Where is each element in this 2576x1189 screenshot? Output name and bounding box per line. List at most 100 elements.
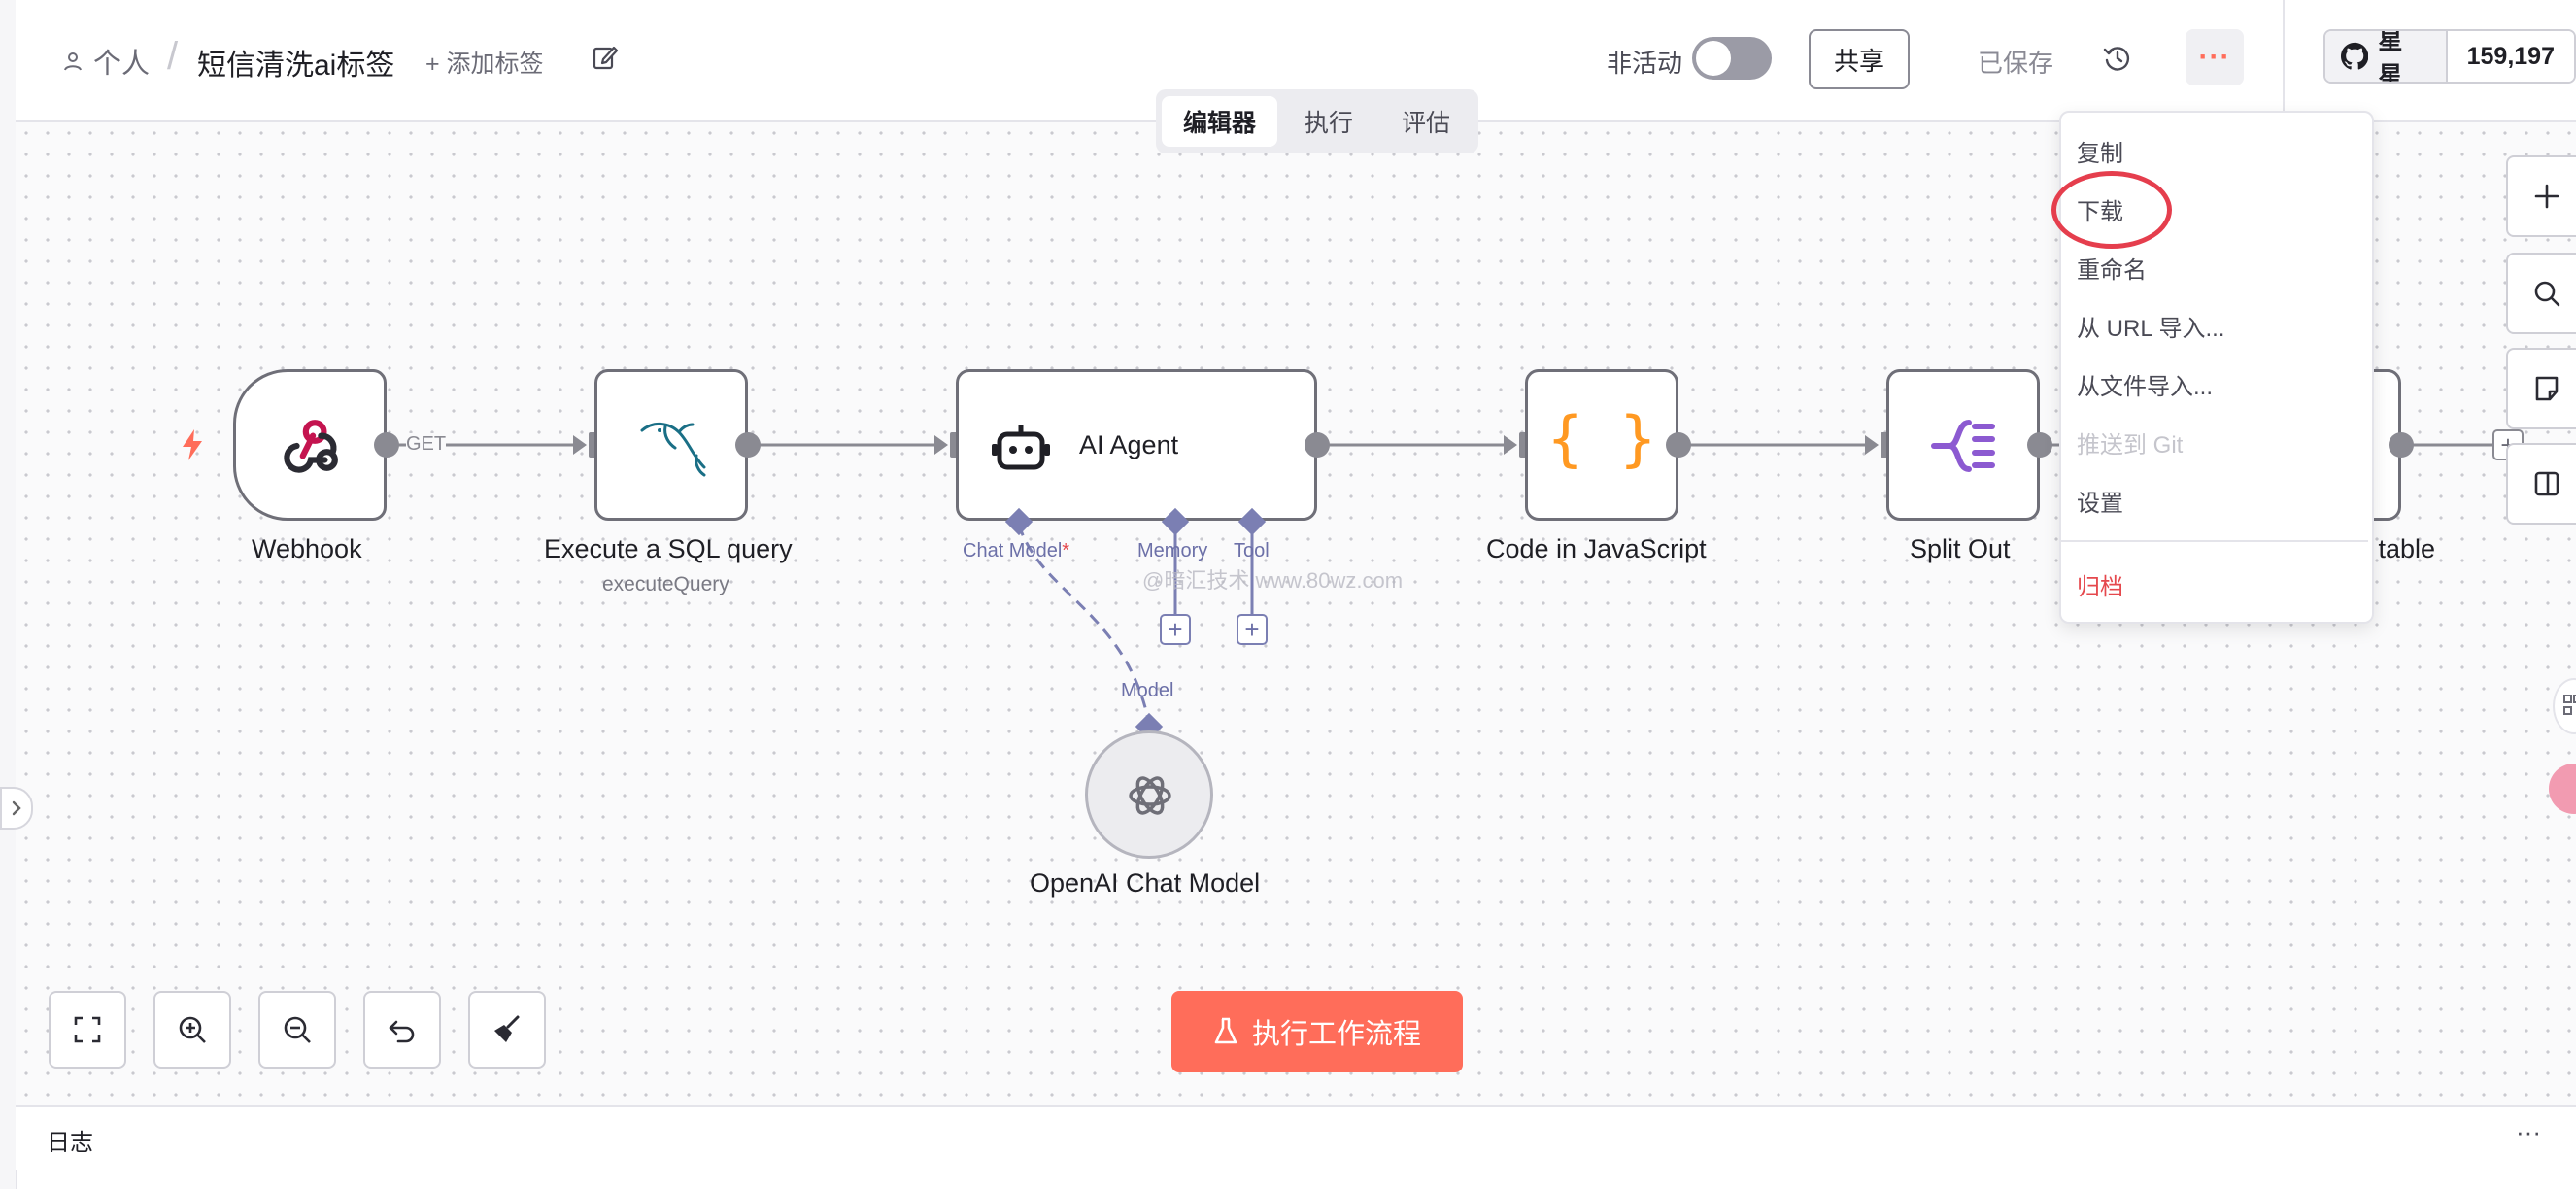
tool-port-label: Tool xyxy=(1234,540,1270,561)
node-split-out[interactable] xyxy=(1886,369,2040,521)
mysql-dolphin-icon xyxy=(640,423,706,477)
chat-model-port-label: Chat Model* xyxy=(963,540,1069,562)
plus-icon xyxy=(2534,184,2559,209)
menu-item-rename[interactable]: 重命名 xyxy=(2077,257,2147,284)
history-icon[interactable] xyxy=(2102,43,2133,74)
openai-label: OpenAI Chat Model xyxy=(1030,868,1261,898)
menu-item-settings[interactable]: 设置 xyxy=(2077,491,2123,517)
user-icon xyxy=(64,52,82,71)
split-label: Split Out xyxy=(1910,534,2011,563)
add-tag-button[interactable]: + 添加标签 xyxy=(425,51,544,78)
tab-editor[interactable]: 编辑器 xyxy=(1162,96,1278,147)
node-ai-agent[interactable]: AI Agent xyxy=(956,369,1317,521)
share-button[interactable]: 共享 xyxy=(1809,29,1910,89)
undo-button[interactable] xyxy=(363,991,441,1069)
code-braces-icon: { } xyxy=(1547,403,1656,474)
chevron-right-icon xyxy=(12,800,21,816)
tab-executions[interactable]: 执行 xyxy=(1305,110,1354,137)
toggle-panel-button[interactable] xyxy=(2506,443,2576,525)
menu-item-import-file[interactable]: 从文件导入... xyxy=(2077,374,2214,400)
search-icon xyxy=(2534,281,2560,307)
split-output-port[interactable] xyxy=(2027,432,2052,458)
toggle-knob xyxy=(1696,41,1731,76)
sticky-note-button[interactable] xyxy=(2506,348,2576,429)
tidy-up-button[interactable] xyxy=(468,991,546,1069)
node-openai-chat-model[interactable] xyxy=(1085,730,1213,859)
menu-divider xyxy=(2061,540,2368,542)
webhook-icon xyxy=(284,420,338,473)
edit-icon[interactable] xyxy=(591,43,620,72)
watermark-text: @暗汇技术 www.80wz.com xyxy=(1142,568,1404,593)
grid-icon xyxy=(2563,695,2576,715)
node-execute-sql[interactable] xyxy=(594,369,748,521)
owner-label: 个人 xyxy=(93,49,151,80)
add-tool-button[interactable]: + xyxy=(1237,614,1268,645)
openai-icon xyxy=(1129,776,1171,815)
zoom-out-icon xyxy=(284,1016,311,1043)
add-node-button[interactable] xyxy=(2506,155,2576,237)
github-star-label: 星星 xyxy=(2378,29,2403,84)
sql-label: Execute a SQL query xyxy=(544,534,793,563)
menu-item-push-git: 推送到 Git xyxy=(2077,432,2184,459)
agent-label: AI Agent xyxy=(1079,430,1179,459)
github-icon xyxy=(2341,42,2369,70)
logs-panel[interactable] xyxy=(16,1105,2576,1170)
search-nodes-button[interactable] xyxy=(2506,253,2576,334)
webhook-label: Webhook xyxy=(252,534,362,563)
execute-workflow-label: 执行工作流程 xyxy=(1251,1019,1421,1050)
more-options-button[interactable]: ··· xyxy=(2186,29,2244,85)
logs-more-button[interactable]: ··· xyxy=(2516,1117,2541,1146)
add-memory-button[interactable]: + xyxy=(1160,614,1191,645)
arrowhead xyxy=(934,435,948,455)
broom-icon xyxy=(494,1015,520,1042)
header-divider xyxy=(2283,0,2285,120)
tab-evaluations[interactable]: 评估 xyxy=(1402,110,1451,137)
saved-status: 已保存 xyxy=(1978,49,2054,78)
webhook-output-port[interactable] xyxy=(374,432,399,458)
execute-workflow-button[interactable]: 执行工作流程 xyxy=(1171,991,1463,1072)
arrowhead xyxy=(1504,435,1517,455)
agent-output-port[interactable] xyxy=(1305,432,1330,458)
node-code-javascript[interactable]: { } xyxy=(1525,369,1678,521)
arrowhead xyxy=(1865,435,1879,455)
code-label: Code in JavaScript xyxy=(1486,534,1707,563)
flask-icon xyxy=(1214,1017,1237,1044)
trigger-bolt-icon xyxy=(183,429,202,460)
zoom-out-button[interactable] xyxy=(258,991,336,1069)
github-star-count: 159,197 xyxy=(2447,31,2574,82)
fullscreen-icon xyxy=(74,1016,101,1043)
table-output-port[interactable] xyxy=(2389,432,2414,458)
breadcrumb-separator: / xyxy=(167,35,179,78)
active-toggle[interactable] xyxy=(1692,37,1772,80)
undo-icon xyxy=(389,1020,415,1043)
menu-item-archive[interactable]: 归档 xyxy=(2077,574,2123,600)
logs-label: 日志 xyxy=(47,1130,93,1156)
node-webhook[interactable] xyxy=(233,369,387,521)
sql-output-port[interactable] xyxy=(735,432,761,458)
sql-subtitle: executeQuery xyxy=(602,573,729,595)
menu-item-duplicate[interactable]: 复制 xyxy=(2077,141,2123,167)
workflow-name[interactable]: 短信清洗ai标签 xyxy=(197,50,395,82)
menu-item-import-url[interactable]: 从 URL 导入... xyxy=(2077,316,2225,342)
code-output-port[interactable] xyxy=(1666,432,1691,458)
connection-model-chat xyxy=(1017,524,1151,725)
robot-icon xyxy=(992,425,1050,470)
breadcrumb-owner[interactable]: 个人 xyxy=(62,41,150,82)
expand-sidebar-button[interactable] xyxy=(0,787,33,830)
note-icon xyxy=(2535,376,2559,401)
download-highlight-ring xyxy=(2051,171,2172,249)
required-mark: * xyxy=(1062,540,1070,561)
zoom-in-icon xyxy=(179,1016,206,1043)
github-star-widget[interactable]: 星星 159,197 xyxy=(2323,29,2576,84)
view-tabs: 编辑器 执行 评估 xyxy=(1156,89,1478,153)
arrowhead xyxy=(573,435,587,455)
zoom-in-button[interactable] xyxy=(153,991,231,1069)
github-star-button[interactable]: 星星 xyxy=(2325,31,2448,82)
model-port-label: Model xyxy=(1121,680,1174,701)
edge-label-get: GET xyxy=(406,433,447,456)
memory-port-label: Memory xyxy=(1137,540,1208,561)
active-status-label: 非活动 xyxy=(1607,49,1683,78)
chat-model-text: Chat Model xyxy=(963,540,1063,561)
fit-view-button[interactable] xyxy=(49,991,126,1069)
